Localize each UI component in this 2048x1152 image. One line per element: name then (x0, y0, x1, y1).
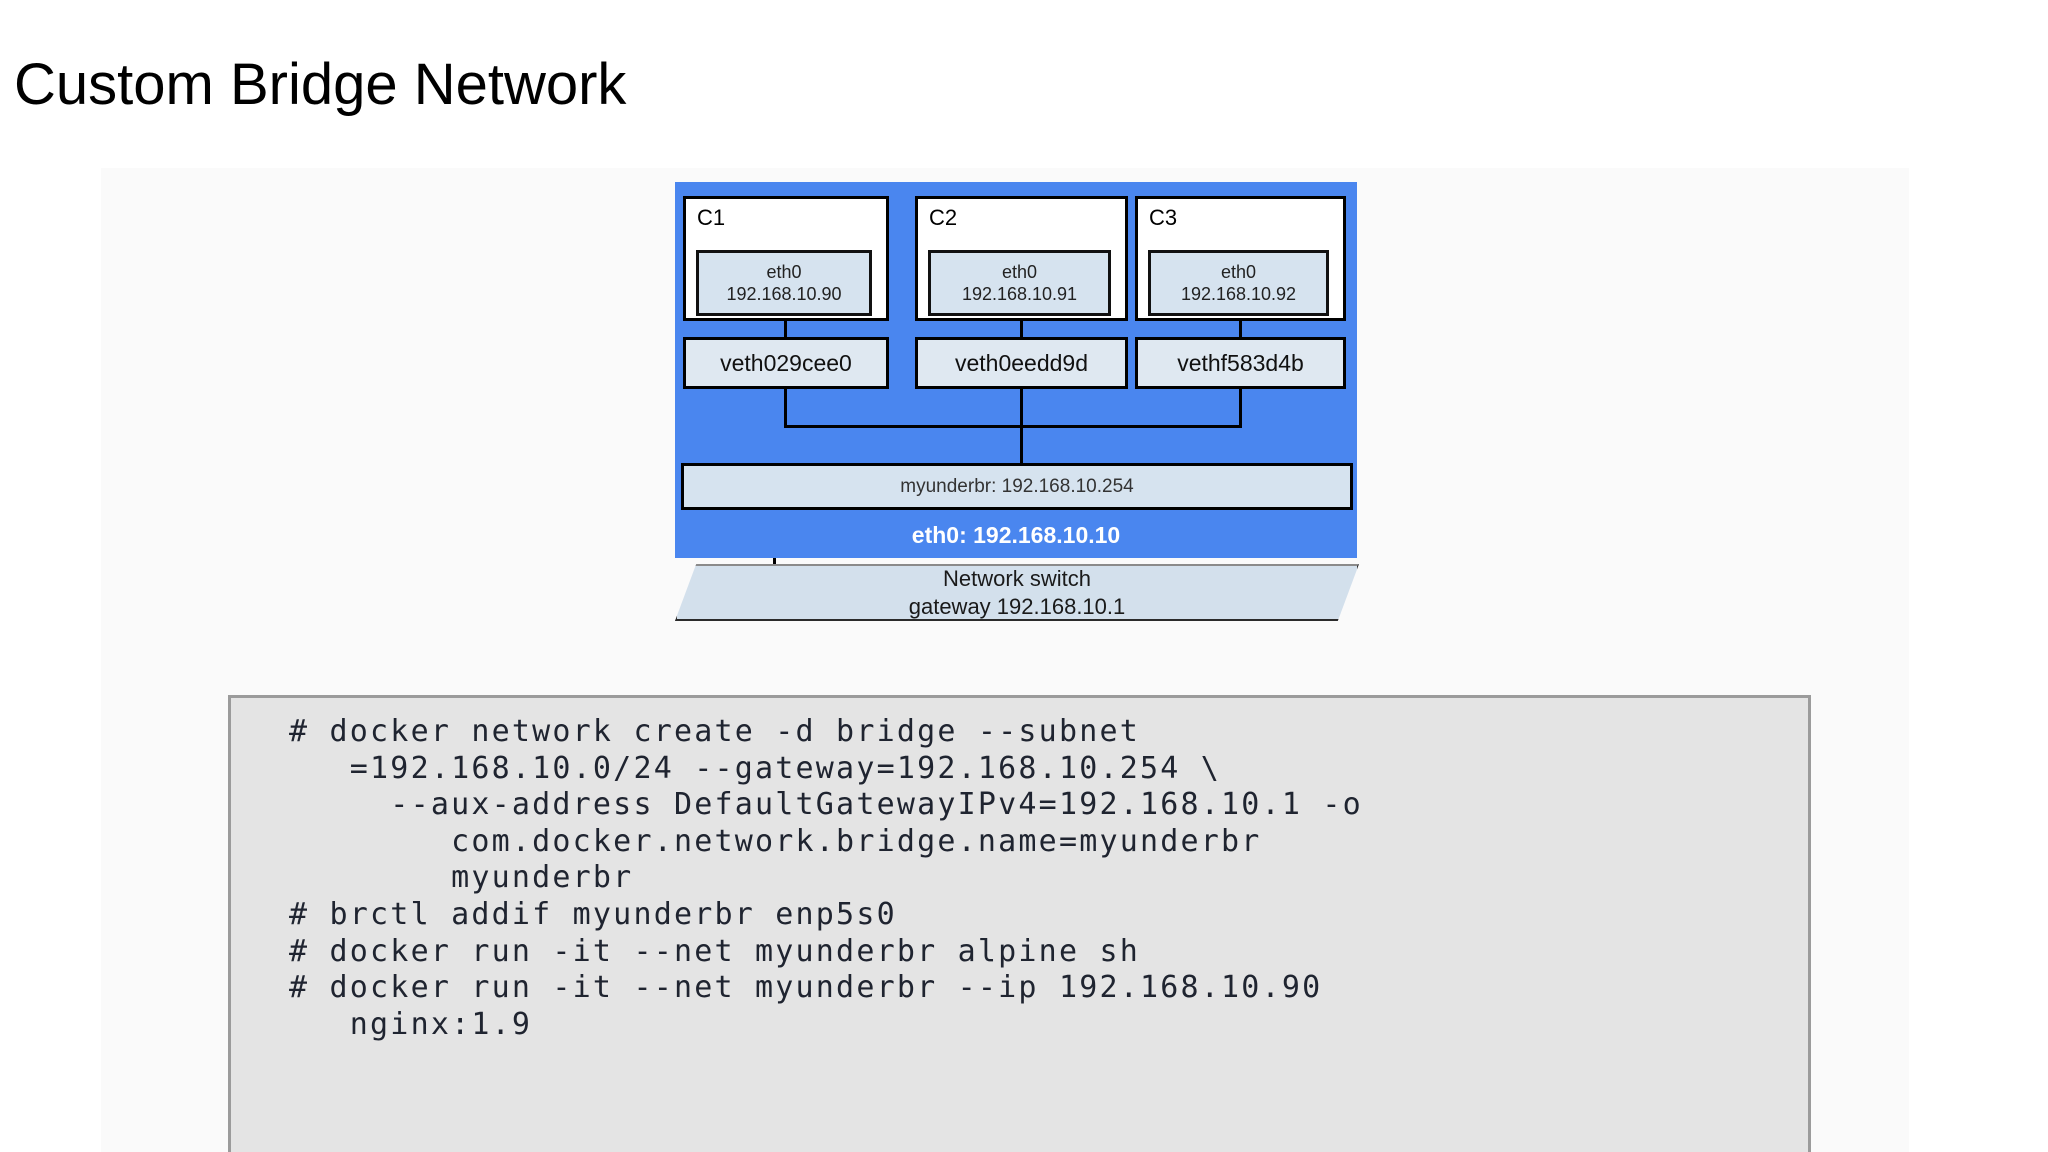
network-switch-title: Network switch (943, 565, 1091, 591)
network-switch-gateway: gateway 192.168.10.1 (908, 593, 1126, 619)
link-veth-c3-drop (1239, 389, 1242, 425)
container-c3-label: C3 (1149, 205, 1178, 230)
link-c2-eth0-to-veth (1020, 321, 1023, 339)
page-title: Custom Bridge Network (14, 51, 627, 117)
docker-host-panel: C1 eth0 192.168.10.90 C2 eth0 192.168.10… (675, 182, 1357, 558)
link-c3-eth0-to-veth (1239, 321, 1242, 339)
code-text: # docker network create -d bridge --subn… (289, 714, 1363, 1042)
link-veth-c1-drop (784, 389, 787, 425)
link-veth-c2-drop (1020, 389, 1023, 463)
link-c1-eth0-to-veth (784, 321, 787, 339)
veth-c2: veth0eedd9d (915, 337, 1128, 389)
veth-c3: vethf583d4b (1135, 337, 1346, 389)
container-c1-eth0-name: eth0 (766, 261, 802, 282)
container-c2: C2 eth0 192.168.10.91 (915, 196, 1128, 321)
container-c3-eth0-name: eth0 (1220, 261, 1257, 282)
veth-c1: veth029cee0 (683, 337, 889, 389)
container-c2-eth0: eth0 192.168.10.91 (928, 250, 1111, 316)
container-c1-label: C1 (697, 205, 726, 230)
host-eth0-label: eth0: 192.168.10.10 (911, 522, 1121, 548)
container-c1-eth0-ip: 192.168.10.90 (726, 284, 842, 304)
container-c2-label: C2 (929, 205, 958, 230)
container-c2-eth0-name: eth0 (1001, 261, 1038, 282)
container-c2-eth0-ip: 192.168.10.91 (961, 284, 1078, 304)
container-c3: C3 eth0 192.168.10.92 (1135, 196, 1346, 321)
network-switch-shape (675, 564, 1359, 621)
network-diagram: C1 eth0 192.168.10.90 C2 eth0 192.168.10… (101, 168, 1909, 638)
network-switch-labels: Network switch gateway 192.168.10.1 (675, 564, 1359, 621)
container-c1: C1 eth0 192.168.10.90 (683, 196, 889, 321)
bridge-myunderbr: myunderbr: 192.168.10.254 (681, 463, 1353, 510)
container-c3-eth0-ip: 192.168.10.92 (1180, 284, 1297, 304)
container-c1-eth0: eth0 192.168.10.90 (696, 250, 872, 316)
code-block: # docker network create -d bridge --subn… (228, 695, 1811, 1152)
link-veth-bus (784, 425, 1242, 428)
container-c3-eth0: eth0 192.168.10.92 (1148, 250, 1329, 316)
content-panel: C1 eth0 192.168.10.90 C2 eth0 192.168.10… (101, 168, 1909, 1152)
